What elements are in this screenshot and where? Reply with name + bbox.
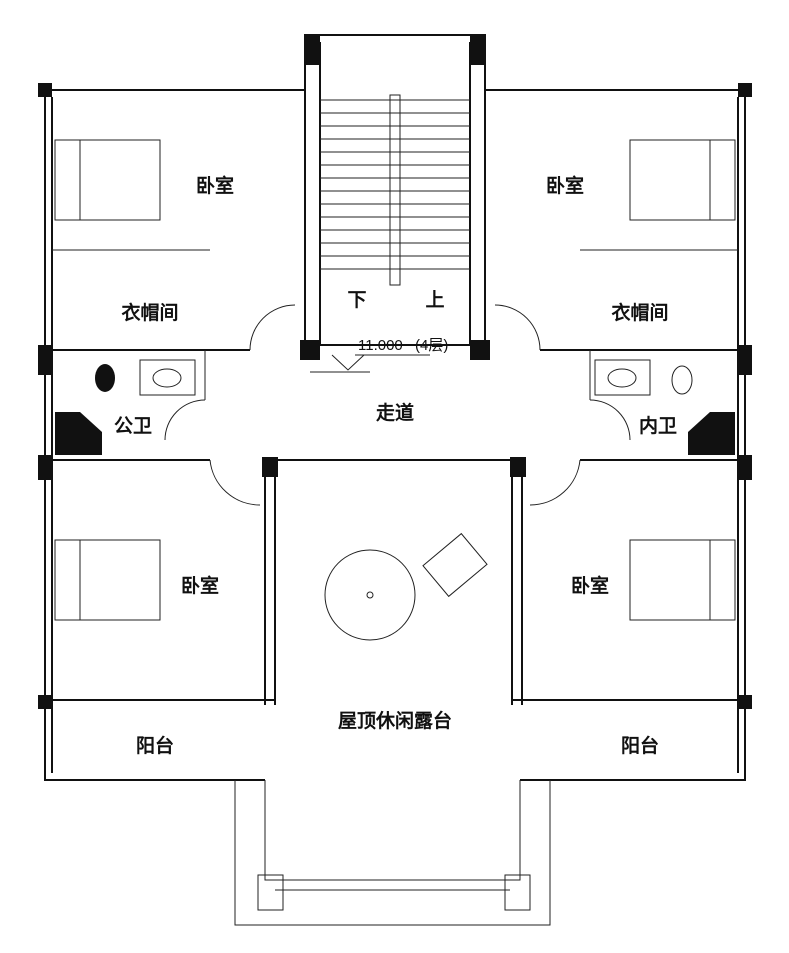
stair-down-label: 下 — [347, 289, 366, 311]
patio-umbrella-table — [324, 532, 488, 641]
room-label-bedroom: 卧室 — [571, 574, 609, 597]
room-label-balcony: 阳台 — [136, 734, 174, 757]
stair-up-label: 上 — [425, 289, 444, 311]
doors — [164, 304, 631, 506]
room-label-bedroom: 卧室 — [196, 174, 234, 197]
room-label-bedroom: 卧室 — [181, 574, 219, 597]
room-label-closet: 衣帽间 — [121, 301, 178, 324]
room-label-corridor: 走道 — [376, 401, 414, 424]
stair-handrail — [389, 94, 401, 286]
walls — [44, 34, 746, 926]
room-label-private-bath: 内卫 — [639, 414, 677, 437]
room-label-bedroom: 卧室 — [546, 174, 584, 197]
staircase — [320, 94, 470, 286]
column-blocks — [38, 35, 752, 709]
room-label-roof-terrace: 屋顶休闲露台 — [338, 709, 452, 732]
level-elevation: 11.000 — [358, 337, 403, 354]
room-label-balcony: 阳台 — [621, 734, 659, 757]
room-label-closet: 衣帽间 — [611, 301, 668, 324]
elevation-marker-icon — [310, 354, 430, 373]
bath-fixtures — [95, 359, 693, 396]
beds — [54, 139, 736, 621]
level-floor: (4层) — [415, 337, 448, 354]
room-label-public-bath: 公卫 — [114, 415, 152, 437]
